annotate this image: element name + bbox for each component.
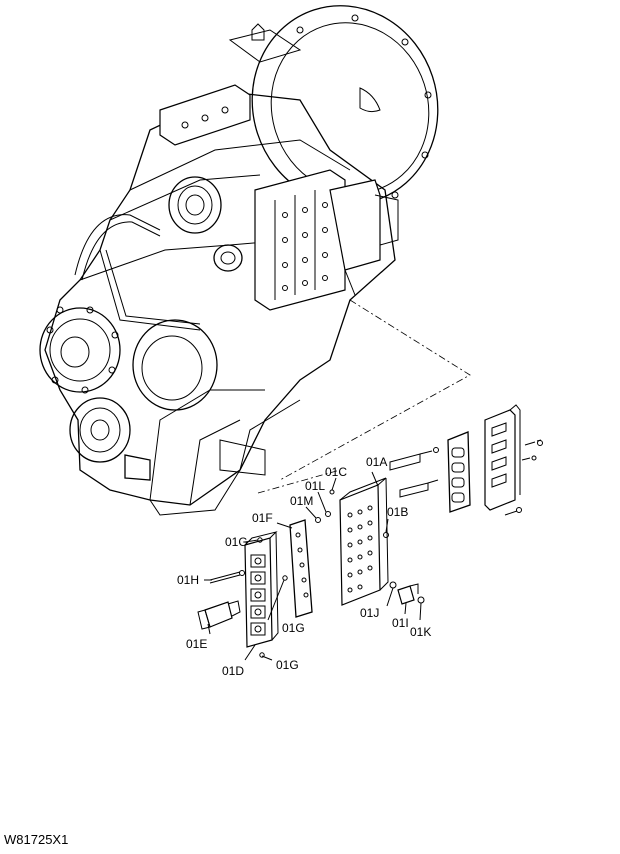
callout-01C: 01C	[325, 465, 347, 479]
callout-01K: 01K	[410, 625, 431, 639]
callout-01H: 01H	[177, 573, 199, 587]
callout-labels: 01A 01B 01C 01D 01E 01F 01G 01G 01G 01H …	[177, 455, 431, 678]
callout-01J: 01J	[360, 606, 379, 620]
transmission-housing	[39, 5, 471, 516]
callout-01I: 01I	[392, 616, 409, 630]
callout-01F: 01F	[252, 511, 273, 525]
callout-01G-bottom: 01G	[276, 658, 299, 672]
callout-01D: 01D	[222, 664, 244, 678]
exploded-parts	[197, 404, 543, 658]
figure-code: W81725X1	[4, 832, 69, 847]
leader-lines	[204, 471, 422, 661]
callout-01E: 01E	[186, 637, 207, 651]
callout-01A: 01A	[366, 455, 387, 469]
callout-01M: 01M	[290, 494, 313, 508]
callout-01G-middle: 01G	[282, 621, 305, 635]
callout-01B: 01B	[387, 505, 408, 519]
callout-01L: 01L	[305, 479, 325, 493]
callout-01G-top: 01G	[225, 535, 248, 549]
